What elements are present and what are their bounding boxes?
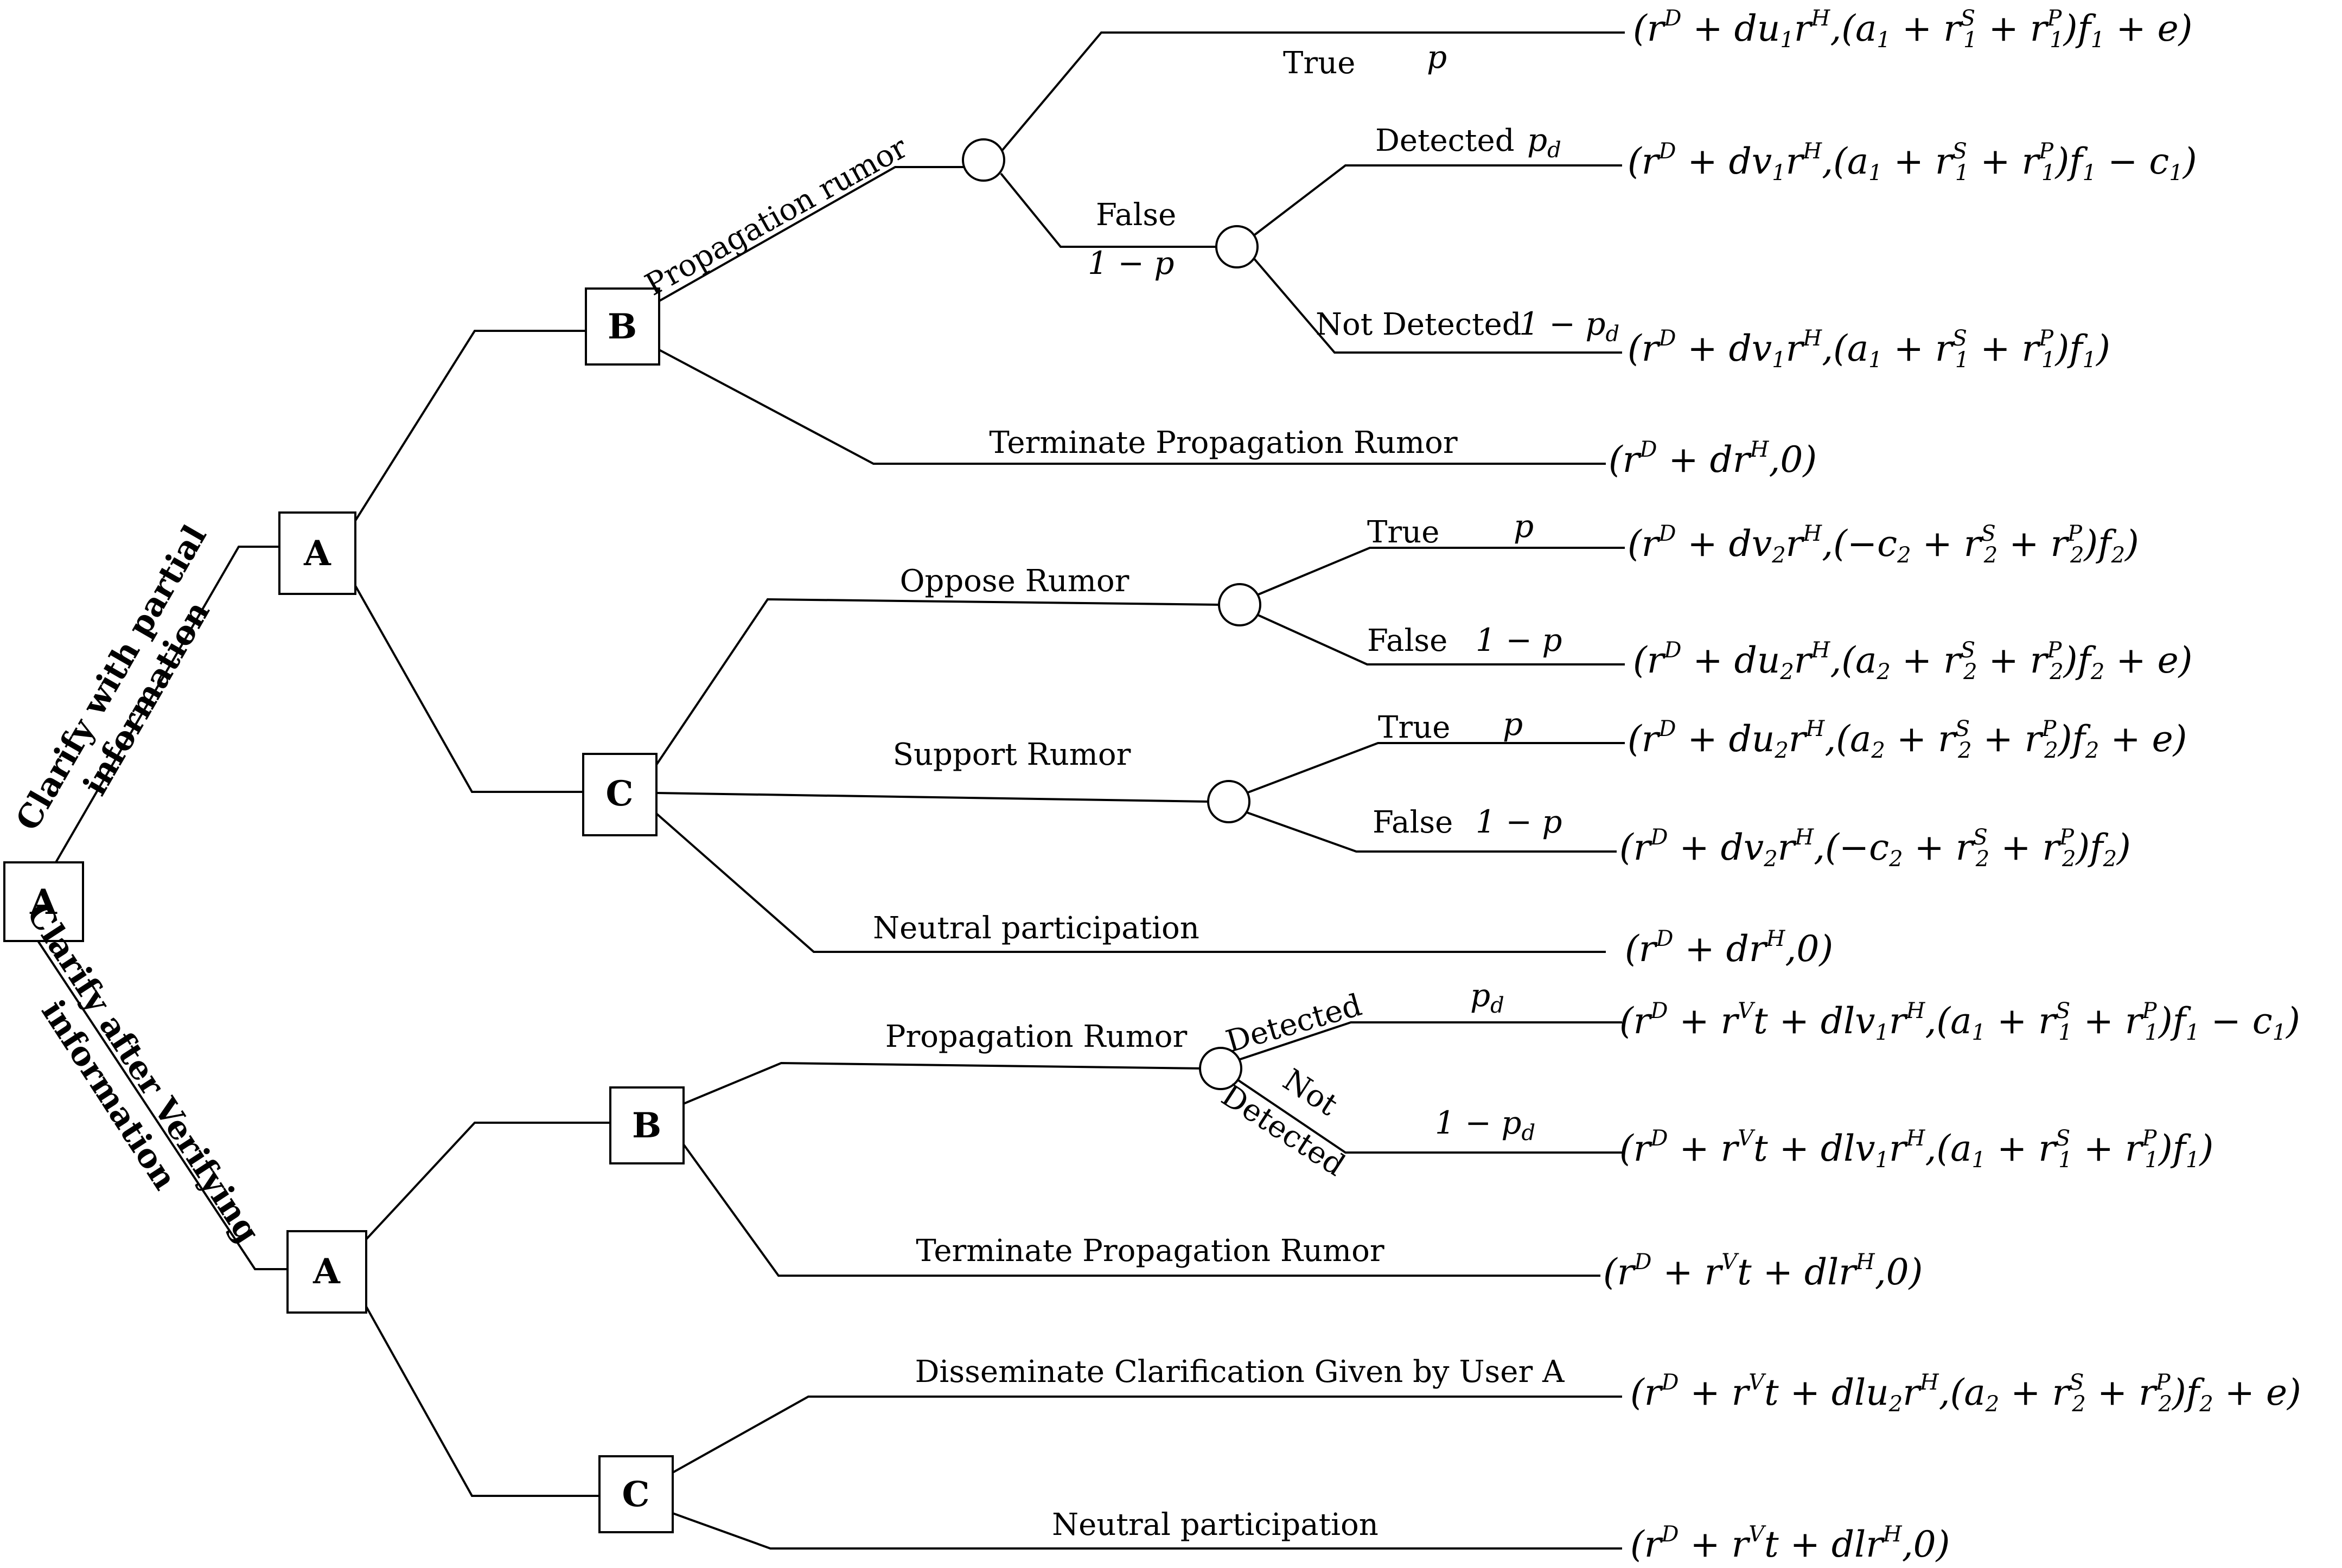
prob-p: p (1427, 39, 1447, 75)
edge-verified-detected (1236, 1021, 1622, 1061)
chance-nodes (962, 138, 1261, 1090)
edge-root-upper-a (53, 546, 279, 866)
svg-text:B: B (608, 306, 637, 347)
edge-lower-a-c (362, 1301, 599, 1497)
label-propagation-rumor-verified: Propagation Rumor (885, 1019, 1188, 1054)
edge-terminate-verified (682, 1143, 1600, 1277)
label-oppose-true: True (1367, 515, 1439, 550)
prob-pd: pd (1527, 121, 1561, 163)
prob-1-pd: 1 − pd (1519, 305, 1619, 347)
strategy-clarify-verify: Clarify after Verifying information (19, 897, 267, 1250)
chance-node-oppose (1218, 583, 1261, 626)
payoff-neutral: (rD + drH,0) (1625, 926, 1833, 970)
edge-support-false (1242, 810, 1617, 853)
chance-node-propagation (962, 138, 1005, 182)
label-support-rumor: Support Rumor (893, 737, 1131, 772)
edge-support-true (1242, 742, 1625, 796)
tree-branches (37, 31, 1625, 1550)
label-true: True (1283, 46, 1355, 81)
strategy-clarify-partial: Clarify with partial information (9, 519, 218, 837)
label-propagation-rumor: Propagation rumor (640, 130, 914, 303)
upper-a-node: A (278, 511, 356, 595)
prob-1-p: 1 − p (1088, 245, 1175, 281)
label-neutral-participation: Neutral participation (873, 911, 1199, 946)
label-support-true: True (1378, 710, 1450, 745)
edge-true-p (1000, 31, 1625, 153)
payoff-terminate: (rD + drH,0) (1609, 437, 1817, 481)
svg-text:C: C (606, 773, 634, 814)
prob-oppose-1-p: 1 − p (1476, 622, 1562, 658)
edge-false-1-p (1000, 172, 1221, 248)
label-verified-detected: Detected (1222, 988, 1366, 1060)
label-terminate-propagation-rumor: Terminate Propagation Rumor (989, 425, 1458, 460)
label-terminate-propagation-rumor-verified: Terminate Propagation Rumor (916, 1233, 1384, 1269)
edge-neutral-verified (672, 1512, 1622, 1550)
edge-neutral (655, 812, 1606, 953)
svg-text:A: A (312, 1251, 341, 1292)
edge-terminate (659, 349, 1606, 465)
edge-oppose-false (1253, 612, 1625, 665)
payoff-terminate-verified: (rD + rVt + dlrH,0) (1603, 1250, 1923, 1293)
label-oppose-false: False (1367, 623, 1447, 658)
lower-b-node: B (609, 1086, 685, 1164)
payoff-neutral-verified: (rD + rVt + dlrH,0) (1630, 1522, 1950, 1565)
label-disseminate-clarification: Disseminate Clarification Given by User … (915, 1354, 1565, 1390)
label-oppose-rumor: Oppose Rumor (900, 564, 1129, 599)
label-neutral-participation-verified: Neutral participation (1052, 1507, 1379, 1543)
prob-support-1-p: 1 − p (1476, 803, 1562, 840)
edge-lower-a-b (365, 1122, 610, 1240)
label-false: False (1096, 197, 1176, 233)
edge-not-detected (1252, 257, 1622, 354)
edge-upper-a-c (354, 585, 583, 793)
prob-support-p: p (1503, 706, 1523, 743)
edge-root-lower-a (37, 940, 288, 1270)
svg-text:A: A (303, 533, 331, 574)
lower-c-node: C (598, 1455, 674, 1533)
upper-b-node: B (585, 287, 660, 366)
label-detected: Detected (1375, 123, 1515, 158)
upper-c-node: C (582, 753, 658, 836)
edge-propagation-rumor (659, 166, 966, 302)
edge-support-rumor (656, 792, 1210, 803)
lower-a-node: A (286, 1230, 367, 1314)
edge-propagation-rumor-verified (683, 1061, 1205, 1105)
svg-text:B: B (632, 1105, 661, 1146)
root-node: A (3, 861, 84, 942)
edge-detected-pd (1252, 164, 1622, 237)
prob-oppose-p: p (1514, 508, 1534, 545)
edge-disseminate (672, 1396, 1622, 1474)
edge-oppose-true (1253, 547, 1625, 598)
edge-verified-not-detected (1236, 1078, 1622, 1154)
chance-node-verified (1199, 1047, 1242, 1090)
chance-node-false (1215, 225, 1259, 268)
edge-upper-a-b (354, 330, 586, 522)
label-not-detected: Not Detected (1316, 307, 1522, 342)
edge-oppose-rumor (655, 598, 1221, 766)
svg-text:A: A (29, 882, 58, 923)
svg-text:Clarify after Verifying: Clarify after Verifying (19, 897, 267, 1250)
label-support-false: False (1373, 805, 1453, 840)
svg-text:C: C (622, 1474, 650, 1515)
prob-verified-1-pd: 1 − pd (1435, 1104, 1535, 1145)
chance-node-support (1207, 780, 1250, 823)
prob-verified-pd: pd (1470, 977, 1504, 1018)
